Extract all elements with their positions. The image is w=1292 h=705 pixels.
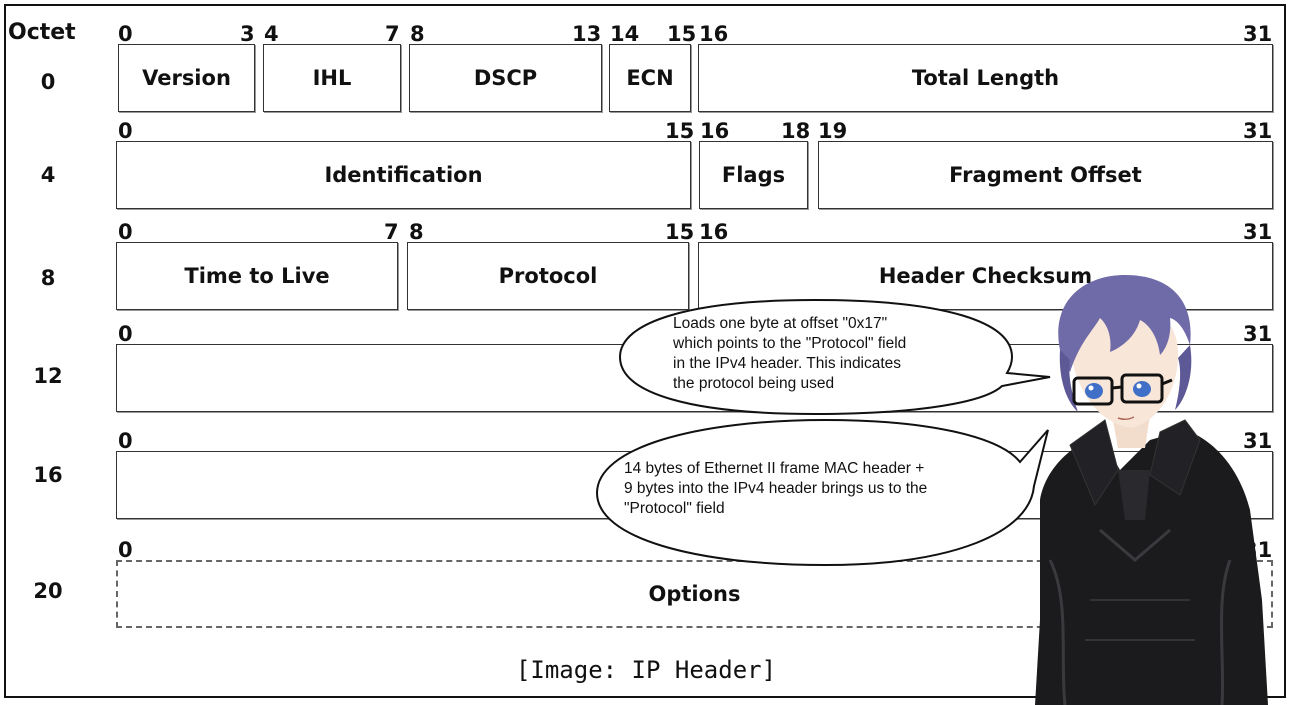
- bubble-line: 14 bytes of Ethernet II frame MAC header…: [624, 460, 925, 477]
- bubble-line: which points to the "Protocol" field: [673, 335, 907, 352]
- bubble-line: "Protocol" field: [624, 500, 725, 517]
- field-label: DSCP: [473, 66, 538, 90]
- bit-number: 13: [572, 22, 602, 46]
- field-label: Version: [142, 66, 231, 90]
- field-label: Protocol: [498, 264, 598, 288]
- octet-label-4: 4: [40, 163, 56, 187]
- bit-number: 16: [699, 220, 729, 244]
- field-header-checksum: Header Checksum: [698, 242, 1273, 310]
- octet-label-12: 12: [33, 364, 63, 388]
- bit-number: 8: [410, 22, 425, 46]
- field-label: IHL: [312, 66, 352, 90]
- field-label: Total Length: [911, 66, 1060, 90]
- bit-number: 0: [118, 429, 133, 453]
- field-label: Fragment Offset: [949, 163, 1142, 187]
- speech-bubble-top-text: Loads one byte at offset "0x17" which po…: [673, 314, 906, 394]
- bit-number: 0: [118, 538, 133, 562]
- bit-number: 16: [699, 22, 729, 46]
- octet-label-8: 8: [40, 266, 56, 290]
- bit-number: 31: [1243, 322, 1273, 346]
- bit-number: 0: [118, 322, 133, 346]
- field-time-to-live: Time to Live: [116, 242, 398, 310]
- field-label: Header Checksum: [878, 264, 1093, 288]
- field-label: Time to Live: [184, 264, 330, 288]
- bubble-line: 9 bytes into the IPv4 header brings us t…: [624, 480, 928, 497]
- bit-number: 18: [781, 119, 811, 143]
- speech-bubble-bottom: [595, 418, 1049, 567]
- field-version: Version: [118, 44, 255, 112]
- bit-number: 31: [1243, 119, 1273, 143]
- field-label: Identification: [324, 163, 483, 187]
- bit-number: 15: [665, 220, 695, 244]
- bubble-line: in the IPv4 header. This indicates: [673, 355, 902, 372]
- field-dscp: DSCP: [409, 44, 602, 112]
- field-fragment-offset: Fragment Offset: [818, 141, 1273, 209]
- bit-number: 4: [264, 22, 279, 46]
- field-label: Flags: [721, 163, 786, 187]
- bit-number: 16: [700, 119, 730, 143]
- bit-number: 7: [385, 22, 400, 46]
- speech-bubble-top: [618, 298, 1051, 416]
- octet-header: Octet: [8, 20, 76, 45]
- bit-number: 3: [240, 22, 255, 46]
- bit-number: 19: [818, 119, 848, 143]
- field-ecn: ECN: [609, 44, 691, 112]
- bit-number: 0: [118, 22, 133, 46]
- bit-number: 7: [384, 220, 399, 244]
- bit-number: 31: [1243, 220, 1273, 244]
- bit-number: 0: [118, 220, 133, 244]
- field-total-length: Total Length: [698, 44, 1273, 112]
- anime-character-illustration: [1035, 275, 1268, 705]
- bit-number: 8: [409, 220, 424, 244]
- field-label: Options: [648, 582, 741, 606]
- octet-label-20: 20: [33, 579, 63, 603]
- field-protocol: Protocol: [407, 242, 689, 310]
- figure-caption: [Image: IP Header]: [515, 656, 777, 684]
- bit-number: 15: [665, 119, 695, 143]
- field-flags: Flags: [699, 141, 808, 209]
- bit-number: 31: [1243, 429, 1273, 453]
- field-ihl: IHL: [263, 44, 401, 112]
- bubble-line: Loads one byte at offset "0x17": [673, 315, 888, 332]
- field-identification: Identification: [116, 141, 691, 209]
- octet-label-0: 0: [40, 70, 56, 94]
- bubble-line: the protocol being used: [673, 375, 835, 392]
- field-label: ECN: [626, 66, 674, 90]
- octet-label-16: 16: [33, 463, 63, 487]
- bit-number: 15: [667, 22, 697, 46]
- bit-number: 31: [1243, 22, 1273, 46]
- bit-number: 14: [610, 22, 640, 46]
- speech-bubble-bottom-text: 14 bytes of Ethernet II frame MAC header…: [624, 459, 927, 519]
- bit-number: 0: [118, 119, 133, 143]
